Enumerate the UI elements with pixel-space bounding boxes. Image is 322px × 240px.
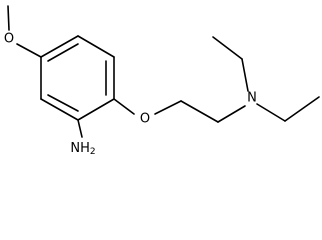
ether-oxygen-label: O	[140, 112, 150, 127]
bond-ch2-ch2	[180, 100, 219, 123]
chemical-structure: O O N NH2	[4, 5, 320, 158]
aniline-subscript-2: 2	[90, 147, 96, 157]
bond-methoxy-o-ring	[16, 43, 42, 58]
ring-bond-2	[77, 35, 115, 58]
bond-ethyl-2-ch3	[284, 96, 320, 122]
bond-n-ethyl-2	[256, 103, 286, 122]
ring-bond-4	[77, 98, 115, 121]
bond-ether-o-ch2	[154, 100, 182, 115]
bond-ch2-n	[217, 105, 246, 123]
bond-ring-ether-o	[113, 98, 135, 115]
methoxy-oxygen-label: O	[4, 32, 14, 47]
aniline-nh-text: NH	[70, 141, 90, 156]
ring-bond-5-inner	[47, 94, 79, 112]
amine-nitrogen-label: N	[247, 91, 257, 106]
bond-ethyl-1-ch3	[212, 36, 243, 60]
bond-ring-amine	[77, 119, 83, 138]
ring-bond-5	[40, 98, 79, 121]
bond-methyl-methoxy-o	[7, 5, 10, 31]
aniline-amine-label: NH2	[70, 141, 95, 158]
ring-bond-1	[40, 35, 79, 58]
ring-bond-1-inner	[47, 43, 79, 62]
bond-n-ethyl-1	[241, 58, 249, 92]
